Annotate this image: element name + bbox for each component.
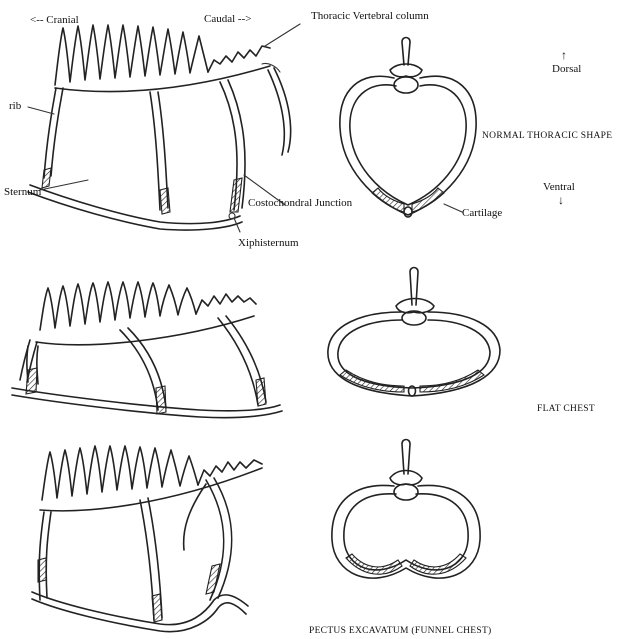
pectus-sternum bbox=[32, 592, 248, 625]
ventral-arrow-icon: ↓ bbox=[558, 193, 564, 208]
ventral-label: Ventral bbox=[543, 181, 575, 193]
rib-label: rib bbox=[9, 100, 21, 112]
normal-spinous-processes bbox=[55, 25, 208, 85]
dorsal-label: Dorsal bbox=[552, 63, 581, 75]
pectus-lateral-view bbox=[32, 446, 262, 632]
costochondral-junction-label: Costochondral Junction bbox=[248, 197, 352, 209]
flat-cross-section bbox=[328, 268, 500, 397]
flat-chest-caption: FLAT CHEST bbox=[537, 404, 595, 414]
normal-thoracic-shape-caption: NORMAL THORACIC SHAPE bbox=[482, 131, 612, 141]
normal-dorsal-line bbox=[55, 66, 270, 92]
xiphisternum-label: Xiphisternum bbox=[238, 237, 299, 249]
cartilage-label: Cartilage bbox=[462, 207, 502, 219]
cranial-label: <-- Cranial bbox=[30, 14, 79, 26]
flat-lateral-view bbox=[12, 282, 282, 418]
normal-cross-section bbox=[340, 38, 476, 218]
dorsal-arrow-icon: ↑ bbox=[561, 48, 567, 63]
caudal-label: Caudal --> bbox=[204, 13, 251, 25]
flat-spinous-processes bbox=[40, 282, 196, 330]
pectus-cross-section bbox=[332, 440, 480, 579]
flat-sternum bbox=[12, 388, 280, 411]
pectus-spinous-processes bbox=[42, 446, 198, 500]
normal-rib-1 bbox=[44, 88, 56, 178]
pectus-excavatum-caption: PECTUS EXCAVATUM (FUNNEL CHEST) bbox=[309, 626, 492, 636]
normal-thorax-outer bbox=[340, 76, 476, 215]
sternum-label: Sternum bbox=[4, 186, 41, 198]
vertebral-column-label: Thoracic Vertebral column bbox=[311, 10, 429, 22]
